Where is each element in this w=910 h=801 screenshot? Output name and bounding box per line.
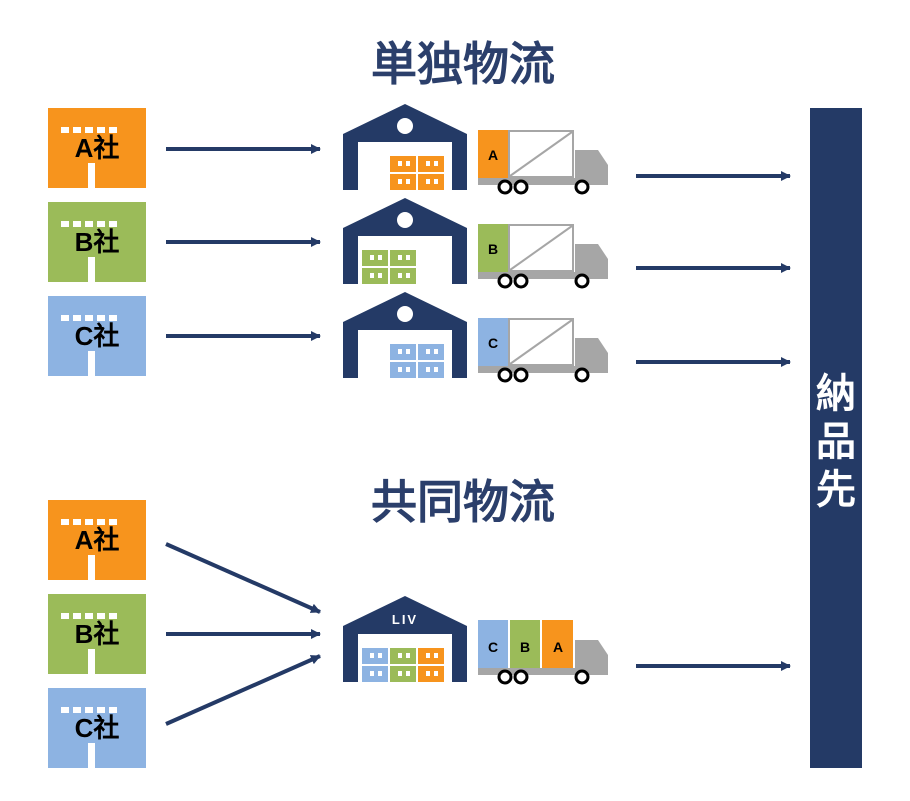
title-individual-logistics: 単独物流: [371, 37, 555, 91]
truck-c-cargo-label: C: [488, 335, 498, 351]
truck-joint-cargo-b: B: [520, 639, 530, 655]
company-c-building-joint: C社: [48, 688, 146, 797]
arrow-a-to-joint-warehouse: [165, 542, 321, 614]
warehouse-a: [343, 104, 467, 190]
company-a-label: A社: [74, 133, 120, 163]
truck-a: A: [478, 130, 608, 195]
company-b-label-joint: B社: [74, 619, 120, 649]
company-a-building-joint: A社: [48, 500, 146, 609]
truck-joint-cargo-a: A: [553, 639, 563, 655]
truck-joint: C B A: [478, 620, 608, 685]
truck-a-cargo-label: A: [488, 147, 498, 163]
company-a-building: A社: [48, 108, 146, 217]
cargo-boxes-c: [390, 344, 444, 378]
title-joint-logistics: 共同物流: [371, 475, 555, 529]
company-b-building: B社: [48, 202, 146, 311]
cargo-boxes-joint: [362, 648, 444, 682]
company-c-building: C社: [48, 296, 146, 405]
truck-c: C: [478, 318, 608, 383]
cargo-boxes-b: [362, 250, 416, 284]
joint-warehouse: LIV: [343, 596, 467, 682]
delivery-destination-label: 納 品 先: [816, 371, 856, 513]
truck-b: B: [478, 224, 608, 289]
warehouse-b: [343, 198, 467, 284]
company-b-label: B社: [74, 227, 120, 257]
company-c-label: C社: [74, 321, 120, 351]
cargo-boxes-a: [390, 156, 444, 190]
joint-warehouse-label: LIV: [392, 612, 418, 627]
arrow-c-to-joint-warehouse: [165, 654, 321, 726]
warehouse-c: [343, 292, 467, 378]
company-c-label-joint: C社: [74, 713, 120, 743]
delivery-destination-bar: 納 品 先: [810, 108, 862, 768]
truck-b-cargo-label: B: [488, 241, 498, 257]
company-a-label-joint: A社: [74, 525, 120, 555]
truck-joint-cargo-c: C: [488, 639, 498, 655]
